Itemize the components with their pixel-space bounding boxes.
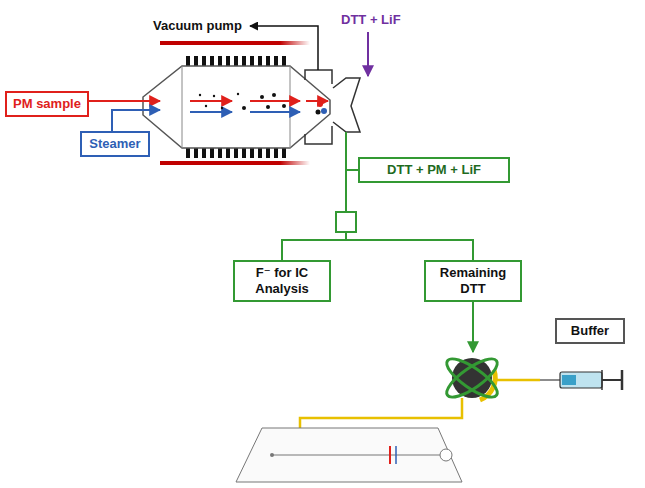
reagent-label: DTT + LiF (340, 12, 402, 27)
sample-inlet-arrow (89, 100, 160, 102)
node-text: F⁻ for IC Analysis (241, 265, 323, 296)
buffer-line (496, 379, 540, 382)
fins (186, 56, 286, 158)
analysis-box: F⁻ for IC Analysis (233, 260, 331, 302)
mixture-box: DTT + PM + LiF (358, 157, 510, 183)
vacuum-port (305, 70, 332, 84)
node-text: PM sample (13, 96, 81, 112)
vacuum-port (305, 126, 332, 144)
splitter (336, 212, 356, 232)
impactor-plate (333, 78, 360, 132)
remaining-box: Remaining DTT (424, 260, 522, 302)
steam-inlet-arrow (112, 110, 160, 133)
steamer-box: Steamer (80, 131, 150, 157)
particles (199, 93, 286, 110)
syringe (540, 370, 622, 390)
heater-band (160, 161, 310, 165)
outlet-line (345, 132, 347, 214)
reagent-inlet-arrow (367, 32, 369, 76)
buffer-box: Buffer (555, 318, 625, 344)
node-text: Steamer (89, 136, 140, 152)
sample-to-valve-arrow (472, 301, 474, 352)
node-text: DTT + PM + LiF (387, 162, 481, 178)
sample-inlet-box: PM sample (5, 91, 89, 117)
heater-band (160, 41, 310, 45)
pump-label: Vacuum pump (152, 18, 243, 33)
node-text: Remaining DTT (432, 265, 514, 296)
node-text: Buffer (571, 323, 609, 339)
vacuum-line (250, 26, 318, 70)
flow-connector (346, 170, 473, 260)
growth-chamber (143, 66, 330, 148)
paper-device (236, 428, 462, 482)
